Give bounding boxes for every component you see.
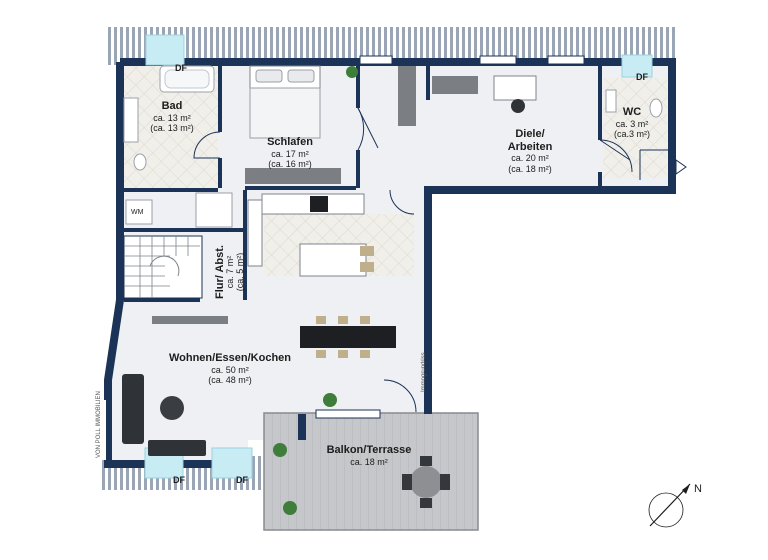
double-bed — [249, 65, 321, 139]
window-label-df: DF — [175, 63, 187, 73]
washing-machine — [125, 199, 153, 225]
room-label-balkon: Balkon/Terrasse ca. 18 m² — [326, 444, 412, 467]
plant-icon-corner — [273, 443, 287, 457]
brand-strip — [92, 400, 106, 460]
compass-north-label: N — [694, 483, 702, 495]
toilet — [133, 153, 147, 171]
bedroom-dresser — [245, 168, 341, 184]
balcony-table — [402, 456, 450, 508]
side-label: Immogrundriss — [421, 352, 427, 392]
room-label-flur: Flur/ Abst. ca. 7 m² (ca. 5 m²) — [214, 245, 245, 299]
room-label-schlafen: Schlafen ca. 17 m² (ca. 16 m²) — [267, 136, 313, 169]
desk-chair — [511, 99, 525, 113]
wc-sink — [605, 89, 617, 113]
tv-board — [152, 316, 228, 324]
wardrobe — [398, 66, 416, 126]
room-label-wohnen: Wohnen/Essen/Kochen ca. 50 m² (ca. 48 m²… — [168, 352, 292, 385]
room-label-bad: Bad ca. 13 m² (ca. 13 m²) — [150, 100, 194, 133]
plant-icon-balcony — [283, 501, 297, 515]
armchair — [148, 440, 206, 456]
staircase — [123, 235, 203, 299]
brand-label: VON POLL IMMOBILIEN — [96, 391, 102, 458]
compass-rose — [648, 483, 691, 528]
sideboard — [432, 76, 478, 94]
coffee-table — [160, 396, 184, 420]
balcony-deck — [264, 413, 478, 530]
plant-icon — [346, 66, 358, 78]
doors — [193, 107, 668, 413]
dining-table — [300, 316, 396, 358]
shower — [195, 192, 233, 228]
room-label-diele: Diele/ Arbeiten ca. 20 m² (ca. 18 m²) — [507, 128, 553, 174]
window-label-df: DF — [236, 475, 248, 485]
window-label-df: DF — [173, 475, 185, 485]
interior-walls — [124, 62, 602, 302]
desk — [493, 75, 537, 101]
plant-icon-living — [323, 393, 337, 407]
room-label-wc: WC ca. 3 m² (ca.3 m²) — [614, 106, 650, 139]
kitchen-counter — [247, 193, 374, 277]
sofa — [122, 374, 144, 444]
vanity — [123, 97, 139, 143]
wc-toilet — [649, 98, 663, 118]
window-label-df: DF — [636, 72, 648, 82]
entrance-arrow — [675, 159, 687, 175]
bathtub — [159, 65, 215, 93]
washing-machine-label: WM — [131, 209, 144, 216]
skylights — [144, 34, 653, 479]
